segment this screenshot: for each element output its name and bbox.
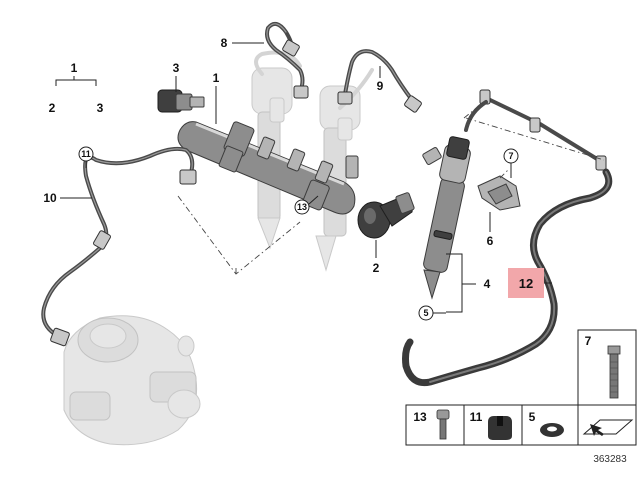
callout-3-tree[interactable]: 3	[97, 101, 104, 115]
callout-7[interactable]: 7	[508, 151, 513, 161]
fuel-line-10[interactable]	[41, 146, 197, 347]
callout-1[interactable]: 1	[213, 71, 220, 85]
pressure-valve-2[interactable]	[357, 192, 415, 239]
rubber-bushing-icon	[488, 416, 512, 440]
fuel-rail[interactable]	[177, 121, 359, 215]
relationship-lines	[177, 101, 605, 275]
legend-label-5: 5	[529, 410, 536, 424]
callout-2-valve[interactable]: 2	[373, 261, 380, 275]
leak-oil-line[interactable]	[464, 89, 607, 171]
callout-12-highlight	[508, 268, 544, 298]
legend-label-13: 13	[413, 410, 427, 424]
bolt-small-icon	[436, 409, 450, 440]
seal-ring-icon	[540, 423, 564, 437]
tree-lines	[55, 76, 97, 86]
callouts: 3 1 8 9 11 10 13 2 7 6 4 5	[43, 36, 552, 321]
bolt-icon	[607, 345, 621, 399]
pressure-sensor-3[interactable]	[157, 89, 205, 113]
bracket-6[interactable]	[477, 175, 521, 211]
legend-box-13[interactable]	[405, 404, 465, 446]
callout-9[interactable]: 9	[377, 79, 384, 93]
callout-6[interactable]: 6	[487, 234, 494, 248]
callout-2-tree[interactable]: 2	[49, 101, 56, 115]
callout-11[interactable]: 11	[81, 149, 91, 159]
injector-4[interactable]	[422, 136, 471, 300]
callout-4[interactable]: 4	[484, 277, 491, 291]
callout-12[interactable]: 12	[519, 276, 533, 291]
legend-label-11: 11	[470, 410, 483, 424]
high-pressure-pump	[63, 315, 201, 446]
callout-3[interactable]: 3	[173, 61, 180, 75]
callout-8[interactable]: 8	[221, 36, 228, 50]
diagram-number: 363283	[593, 454, 627, 465]
assembly-tree: 1 2 3	[49, 61, 104, 115]
parts-legend: 7 13 11 5	[405, 329, 637, 465]
callout-1-top[interactable]: 1	[71, 61, 78, 75]
callout-13[interactable]: 13	[297, 202, 307, 212]
fuel-line-9[interactable]	[337, 49, 422, 113]
legend-label-7: 7	[585, 334, 592, 348]
callout-10[interactable]: 10	[43, 191, 57, 205]
callout-5[interactable]: 5	[423, 308, 428, 318]
fuel-line-8[interactable]	[265, 21, 309, 99]
direction-arrow-icon	[582, 419, 634, 436]
